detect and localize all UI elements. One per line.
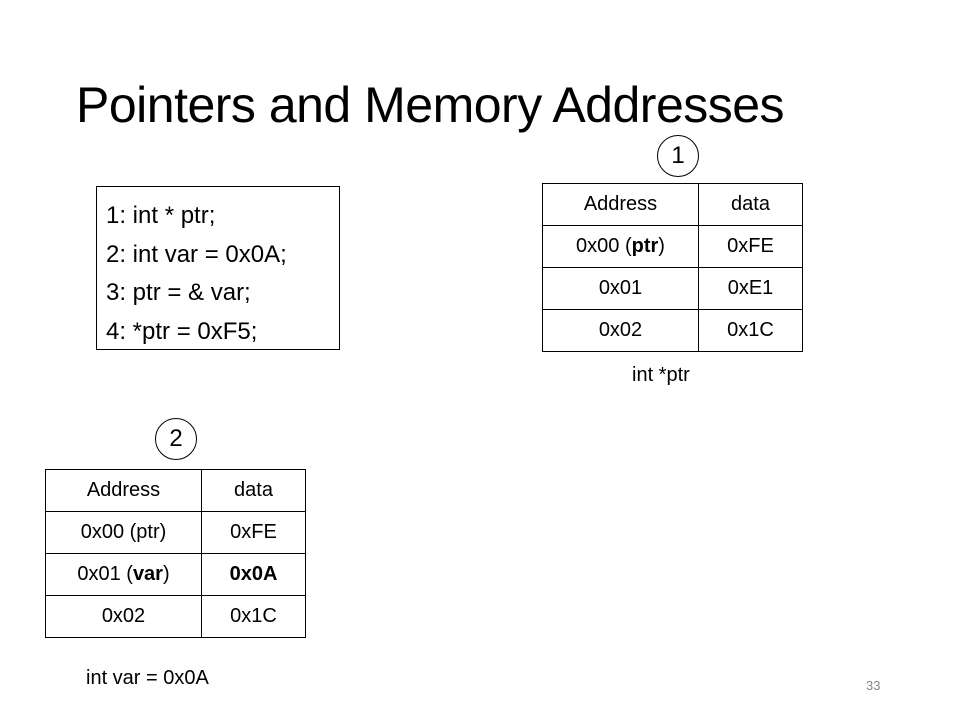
header-data: data <box>201 469 306 512</box>
table-row: 0x01 (var) 0x0A <box>45 553 306 596</box>
memory-table-step-2: Address data 0x00 (ptr) 0xFE 0x01 (var) … <box>45 469 306 638</box>
slide-title: Pointers and Memory Addresses <box>76 77 785 133</box>
step-1-caption: int *ptr <box>632 364 690 386</box>
code-line: 4: *ptr = 0xF5; <box>106 317 258 345</box>
address-cell: 0x00 (ptr) <box>542 225 699 268</box>
table-header-row: Address data <box>45 469 306 512</box>
table-row: 0x01 0xE1 <box>542 267 803 310</box>
address-cell: 0x00 (ptr) <box>45 511 202 554</box>
data-cell: 0xE1 <box>698 267 803 310</box>
data-cell: 0x1C <box>698 309 803 352</box>
code-line: 1: int * ptr; <box>106 202 216 229</box>
page-number: 33 <box>866 678 881 693</box>
address-cell: 0x02 <box>45 595 202 638</box>
step-1-marker: 1 <box>657 135 699 177</box>
data-cell: 0xFE <box>698 225 803 268</box>
header-address: Address <box>45 469 202 512</box>
address-cell: 0x01 <box>542 267 699 310</box>
table-row: 0x02 0x1C <box>542 309 803 352</box>
code-line: 3: ptr = & var; <box>106 279 251 306</box>
step-2-marker: 2 <box>155 418 197 460</box>
header-address: Address <box>542 183 699 226</box>
memory-table-step-1: Address data 0x00 (ptr) 0xFE 0x01 0xE1 0… <box>542 183 803 352</box>
address-cell: 0x01 (var) <box>45 553 202 596</box>
table-row: 0x00 (ptr) 0xFE <box>45 511 306 554</box>
data-cell: 0x0A <box>201 553 306 596</box>
table-header-row: Address data <box>542 183 803 226</box>
table-row: 0x02 0x1C <box>45 595 306 638</box>
address-cell: 0x02 <box>542 309 699 352</box>
code-box: 1: int * ptr; 2: int var = 0x0A; 3: ptr … <box>96 186 340 350</box>
table-row: 0x00 (ptr) 0xFE <box>542 225 803 268</box>
step-2-caption: int var = 0x0A <box>86 667 209 689</box>
data-cell: 0xFE <box>201 511 306 554</box>
header-data: data <box>698 183 803 226</box>
code-line: 2: int var = 0x0A; <box>106 240 287 268</box>
data-cell: 0x1C <box>201 595 306 638</box>
